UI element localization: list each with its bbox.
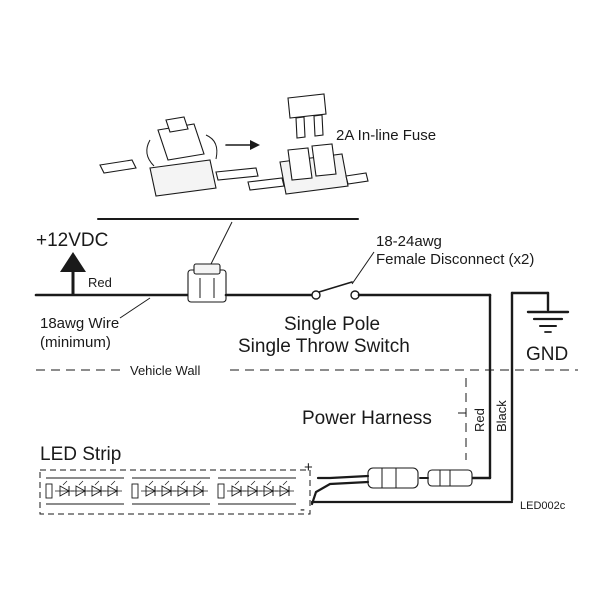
open-holder-base bbox=[149, 159, 217, 197]
wire-end-middle bbox=[215, 167, 259, 181]
led-diode-icon bbox=[243, 480, 262, 497]
led-diode-icon bbox=[173, 480, 192, 497]
supply-arrow-icon bbox=[60, 252, 86, 272]
fuse-leader-line bbox=[207, 221, 233, 271]
assembly-arrow-head bbox=[250, 140, 260, 150]
harness-male-plug-icon bbox=[427, 469, 473, 487]
led-diode-icon bbox=[227, 480, 246, 497]
fuse-blade-right bbox=[313, 114, 324, 137]
closed-holder-slot-right bbox=[311, 143, 337, 177]
led-minus-label: - bbox=[300, 501, 305, 518]
led-group-1 bbox=[45, 477, 124, 505]
led-strip-label: LED Strip bbox=[40, 444, 121, 465]
fuse-body bbox=[287, 93, 327, 119]
fuse-holder-illustration bbox=[99, 93, 369, 197]
inline-fuse-icon bbox=[187, 263, 227, 303]
rotate-arrow-left bbox=[146, 139, 155, 167]
disconnect-label-1: 18-24awg bbox=[376, 233, 442, 250]
wire-gauge-label-1: 18awg Wire bbox=[40, 315, 119, 332]
led-diode-icon bbox=[259, 480, 278, 497]
disconnect-leader bbox=[351, 251, 375, 285]
led-diode-icon bbox=[189, 480, 208, 497]
led-group-2 bbox=[131, 477, 210, 505]
rotate-arrow-right bbox=[205, 134, 218, 160]
harness-label: Power Harness bbox=[302, 408, 432, 429]
led-plus-label: + bbox=[304, 459, 313, 476]
led-diode-icon bbox=[55, 480, 74, 497]
diagram-code-label: LED002c bbox=[520, 500, 566, 512]
led-diode-icon bbox=[275, 480, 294, 497]
strip-negative-lead-a bbox=[310, 480, 370, 506]
wire-gauge-label-2: (minimum) bbox=[40, 334, 111, 351]
open-holder-tab bbox=[165, 116, 189, 133]
wire-end-right-a bbox=[247, 177, 285, 191]
red-vertical-label: Red bbox=[472, 408, 487, 432]
wire-gauge-leader bbox=[119, 297, 151, 319]
led-group-3 bbox=[217, 477, 296, 505]
fuse-label: 2A In-line Fuse bbox=[336, 127, 436, 144]
led-diode-icon bbox=[87, 480, 106, 497]
black-vertical-label: Black bbox=[494, 400, 509, 432]
supply-label: +12VDC bbox=[36, 230, 108, 251]
switch-label-2: Single Throw Switch bbox=[238, 336, 410, 357]
led-diode-icon bbox=[71, 480, 90, 497]
strip-positive-lead bbox=[316, 474, 370, 480]
strip-female-jack-icon bbox=[367, 467, 419, 489]
led-groups bbox=[45, 477, 296, 505]
switch-label-1: Single Pole bbox=[284, 314, 380, 335]
red-wire-label: Red bbox=[88, 275, 112, 290]
disconnect-label-2: Female Disconnect (x2) bbox=[376, 251, 534, 268]
spst-switch-icon bbox=[311, 281, 360, 300]
wire-end-right-b bbox=[345, 172, 369, 185]
ground-label: GND bbox=[526, 344, 568, 365]
led-diode-icon bbox=[141, 480, 160, 497]
vehicle-wall-label: Vehicle Wall bbox=[130, 363, 200, 378]
led-diode-icon bbox=[157, 480, 176, 497]
led-diode-icon bbox=[103, 480, 122, 497]
fuse-blade-left bbox=[295, 116, 306, 139]
ground-icon bbox=[526, 310, 570, 333]
wire-end-left bbox=[99, 159, 137, 174]
led-strip-outline bbox=[39, 469, 311, 515]
closed-holder-slot-left bbox=[287, 147, 313, 181]
